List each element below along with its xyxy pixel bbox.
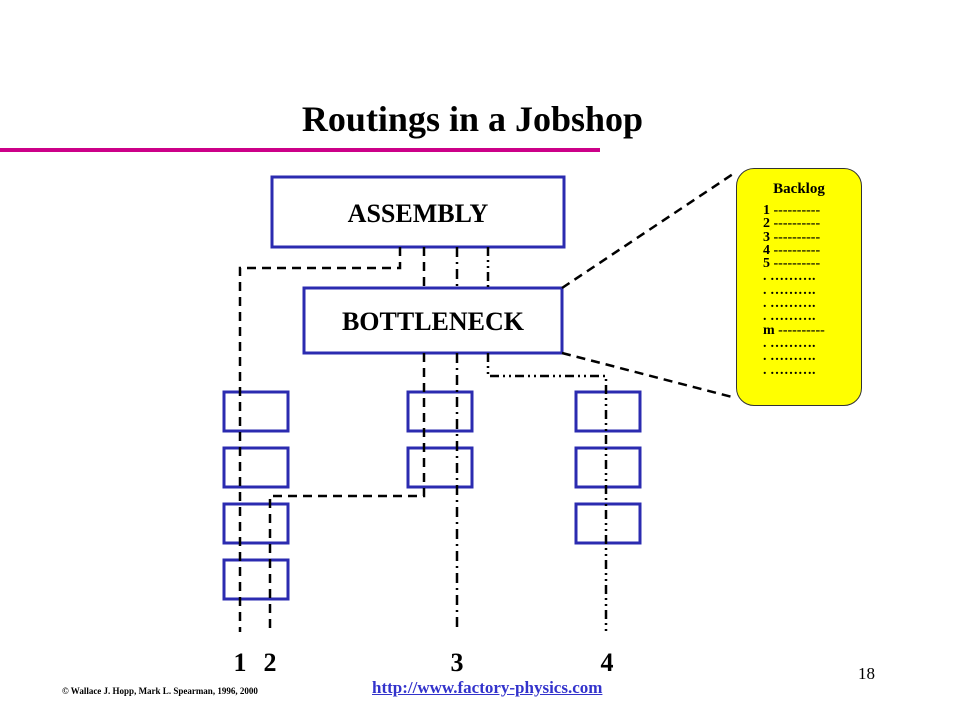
route-2-path [268,353,426,632]
route-number: 4 [601,648,614,677]
backlog-item: . ………. [763,296,816,312]
route-4-path [486,353,608,632]
machine-box [222,390,290,433]
machine-box [222,558,290,601]
route-number: 2 [264,648,277,677]
backlog-item: . ………. [763,269,816,285]
page-number: 18 [858,664,875,683]
route-number: 1 [234,648,247,677]
assembly-label: ASSEMBLY [348,199,489,228]
backlog-item: . ………. [763,349,816,365]
backlog-item: 4 ---------- [763,242,821,258]
bottleneck-label: BOTTLENECK [342,307,525,336]
machine-box [222,502,290,545]
copyright-notice: © Wallace J. Hopp, Mark L. Spearman, 199… [62,686,258,696]
backlog-item: . ………. [763,335,816,351]
backlog-title: Backlog [773,181,825,197]
backlog-item: 5 ---------- [763,256,821,272]
backlog-item: 2 ---------- [763,216,821,232]
backlog-item: 1 ---------- [763,203,821,218]
backlog-item: 3 ---------- [763,229,821,245]
page-title: Routings in a Jobshop [301,99,644,139]
backlog-list: 1 ---------- 2 ---------- 3 ---------- 4… [737,203,861,378]
machine-box [406,390,474,433]
route-number: 3 [451,648,464,677]
route-1-path [238,247,402,632]
machine-box [574,502,642,545]
machine-box [222,446,290,489]
backlog-panel: Backlog 1 ---------- 2 ---------- 3 ----… [736,168,862,406]
bottleneck-box [302,286,564,355]
backlog-item: . ………. [763,282,816,298]
assembly-box [270,175,566,249]
machine-box [574,446,642,489]
title-underline [0,148,600,152]
machine-box [574,390,642,433]
factory-physics-link[interactable]: http://www.factory-physics.com [372,678,603,697]
backlog-item: . ………. [763,309,816,325]
machine-box [406,446,474,489]
backlog-item: . ………. [763,362,816,378]
backlog-item: m ---------- [763,322,825,338]
callout-line [561,170,737,290]
